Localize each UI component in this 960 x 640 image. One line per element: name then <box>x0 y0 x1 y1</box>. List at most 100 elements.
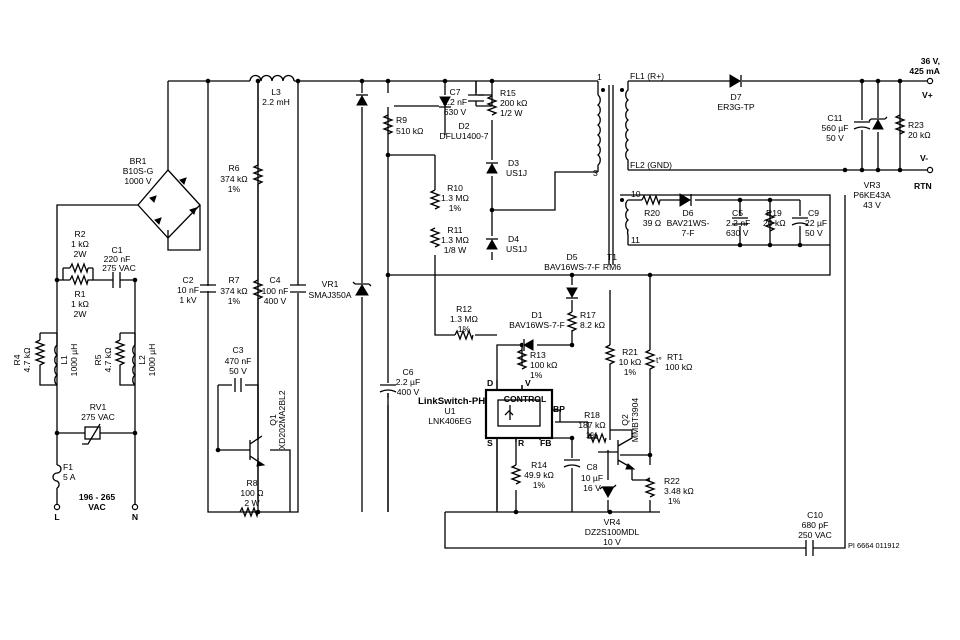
label-parts-r1-2: 2W <box>74 309 88 319</box>
label-parts-f1-0: F1 <box>63 462 73 472</box>
label-parts-r15-1: 200 kΩ <box>500 98 528 108</box>
resistor-r4 <box>34 339 46 375</box>
label-parts-c2-1: 10 nF <box>177 285 199 295</box>
label-parts-rv1-1: 275 VAC <box>81 412 115 422</box>
label-parts-q1-1: XD202MA2BL2 <box>277 390 287 449</box>
resistor-r9 <box>382 114 394 135</box>
output-neg: V- <box>920 153 928 163</box>
label-parts-c9-1: 22 µF <box>805 218 827 228</box>
resistor-r22 <box>644 477 656 498</box>
tvs-vr3 <box>868 116 888 132</box>
label-parts-r6-2: 1% <box>228 184 241 194</box>
diode-d1 <box>522 339 537 351</box>
label-parts-r22-1: 3.48 kΩ <box>664 486 694 496</box>
label-parts-d5-1: BAV16WS-7-F <box>544 262 600 272</box>
resistor-r12 <box>454 329 474 342</box>
label-parts-r15-0: R15 <box>500 88 516 98</box>
label-parts-d6-2: 7-F <box>682 228 695 238</box>
label-parts-r18-1: 187 kΩ <box>578 420 606 430</box>
label-transformer-fl2: FL2 (GND) <box>630 160 672 170</box>
label-parts-d5-0: D5 <box>567 252 578 262</box>
resistor-r20 <box>641 194 665 207</box>
label-parts-r4-1: 4.7 kΩ <box>22 347 32 373</box>
resistor-r23 <box>894 114 906 135</box>
label-parts-r13-0: R13 <box>530 350 546 360</box>
label-parts-d2-0: D2 <box>459 121 470 131</box>
label-parts-d7-0: D7 <box>731 92 742 102</box>
document-id: PI 6664 011912 <box>848 541 900 550</box>
resistor-r17 <box>566 311 578 332</box>
output-current: 425 mA <box>909 66 940 76</box>
label-parts-c8-1: 10 µF <box>581 473 603 483</box>
label-ic-family: LinkSwitch-PH <box>418 396 485 407</box>
label-parts-c3-0: C3 <box>233 345 244 355</box>
label-parts-r10-0: R10 <box>447 183 463 193</box>
label-parts-f1-1: 5 A <box>63 472 76 482</box>
bridge-rectifier-br1 <box>137 169 201 239</box>
label-parts-l2-1: 1000 µH <box>147 344 157 377</box>
label-parts-c11-2: 50 V <box>826 133 844 143</box>
label-parts-r4-0: R4 <box>12 354 22 365</box>
diode-d6 <box>679 193 692 207</box>
label-parts-r14-0: R14 <box>531 460 547 470</box>
labels: 36 V, 425 mA V+ V- RTN 196 - 265 VAC L N… <box>12 56 940 550</box>
output-rtn: RTN <box>914 181 932 191</box>
label-parts-q2-1: MMBT3904 <box>630 398 640 443</box>
label-thermistor_symbol: t° <box>656 355 662 365</box>
label-ic-pins-v: V <box>525 378 531 388</box>
wires <box>39 80 930 549</box>
label-transformer-fl1: FL1 (R+) <box>630 71 664 81</box>
label-parts-r20-0: R20 <box>644 208 660 218</box>
label-ic-part: LNK406EG <box>428 416 472 426</box>
transistor-q1 <box>249 435 266 467</box>
label-parts-r2-2: 2W <box>74 249 88 259</box>
label-parts-r21-2: 1% <box>624 367 637 377</box>
label-parts-l2-0: L2 <box>137 355 147 365</box>
label-parts-c3-2: 50 V <box>229 366 247 376</box>
label-parts-vr4-0: VR4 <box>604 517 621 527</box>
label-parts-c10-1: 680 pF <box>802 520 829 530</box>
label-parts-c3-1: 470 nF <box>225 356 252 366</box>
resistor-r7 <box>252 279 264 440</box>
label-parts-r8-0: R8 <box>247 478 258 488</box>
resistor-r8 <box>239 506 259 519</box>
tvs-vr1 <box>352 281 372 297</box>
diode-d2 <box>439 95 451 130</box>
label-parts-r8-2: 2 W <box>244 498 260 508</box>
label-parts-c1-1: 220 nF <box>104 254 131 264</box>
label-parts-d1-1: BAV16WS-7-F <box>509 320 565 330</box>
label-parts-r20-1: 39 Ω <box>643 218 662 228</box>
label-parts-c11-0: C11 <box>827 113 842 123</box>
label-parts-c5-2: 630 V <box>726 228 749 238</box>
label-parts-rv1-0: RV1 <box>90 402 107 412</box>
label-parts-d3-1: US1J <box>506 168 527 178</box>
label-parts-c2-2: 1 kV <box>179 295 196 305</box>
inductor-l1 <box>54 344 59 386</box>
ic-u1 <box>484 380 561 512</box>
thermistor-rt1 <box>644 349 656 375</box>
resistor-r11 <box>429 227 441 248</box>
label-parts-r22-0: R22 <box>664 476 680 486</box>
label-parts-r14-1: 49.9 kΩ <box>524 470 554 480</box>
varistor-rv1 <box>82 423 101 445</box>
label-parts-r15-2: 1/2 W <box>500 108 523 118</box>
capacitor-c5 <box>732 216 748 226</box>
label-parts-c11-1: 560 µF <box>822 123 849 133</box>
diode-rail <box>382 93 394 107</box>
label-parts-c5-0: C5 <box>732 208 743 218</box>
label-parts-l1-0: L1 <box>59 355 69 365</box>
capacitor-c4 <box>290 284 306 293</box>
label-ic-pins-bp: BP <box>553 404 565 414</box>
label-parts-c1-0: C1 <box>112 245 123 255</box>
label-parts-c7-1: 2.2 nF <box>443 97 467 107</box>
diode-vr1-top <box>356 93 368 107</box>
label-parts-q1-0: Q1 <box>268 414 278 426</box>
label-parts-vr4-2: 10 V <box>603 537 621 547</box>
label-parts-c10-2: 250 VAC <box>798 530 832 540</box>
label-transformer-pin11: 11 <box>631 235 640 245</box>
label-parts-r18-2: 1% <box>586 430 599 440</box>
label-parts-r7-0: R7 <box>229 275 240 285</box>
label-parts-rt1-1: 100 kΩ <box>665 362 693 372</box>
label-parts-c7-0: C7 <box>450 87 461 97</box>
label-parts-r1-1: 1 kΩ <box>71 299 89 309</box>
